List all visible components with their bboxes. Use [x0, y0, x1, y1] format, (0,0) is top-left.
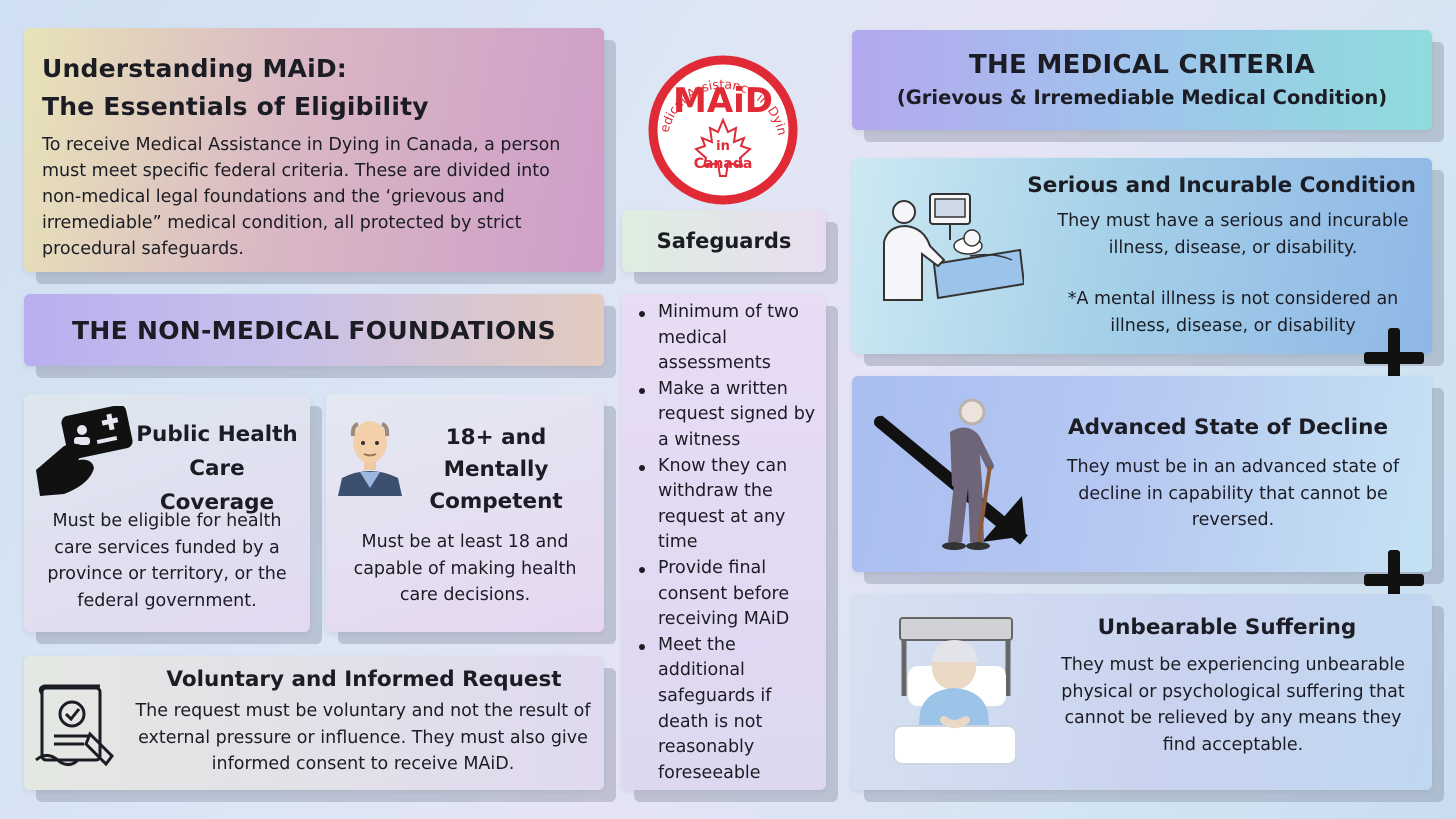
elderly-man-icon [338, 421, 402, 496]
voluntary-request-card: Voluntary and Informed Request The reque… [24, 656, 604, 790]
intro-title-line1: Understanding MAiD: [42, 54, 347, 83]
safeguard-item: Provide final consent before receiving M… [636, 556, 820, 633]
logo-country-text: Canada [694, 156, 753, 172]
age-title-line1: 18+ and Mentally [443, 425, 549, 482]
safeguards-heading-card: Safeguards [622, 210, 826, 272]
intro-card: Understanding MAiD: The Essentials of El… [24, 28, 604, 272]
logo-in-text: in [716, 139, 730, 154]
plus-icon [1364, 328, 1424, 388]
suffering-title: Unbearable Suffering [1097, 615, 1357, 640]
safeguards-list: Minimum of two medical assessments Make … [636, 300, 820, 786]
signed-document-icon [35, 684, 114, 767]
safeguards-list-card: Minimum of two medical assessments Make … [622, 294, 826, 790]
decline-title: Advanced State of Decline [1067, 415, 1389, 440]
elderly-walker-decline-icon [874, 398, 1028, 550]
serious-body: They must have a serious and incurable i… [1057, 211, 1409, 258]
medical-criteria-heading-card: THE MEDICAL CRITERIA (Grievous & Irremed… [852, 30, 1432, 130]
decline-card: Advanced State of Decline They must be i… [852, 376, 1432, 572]
decline-body: They must be in an advanced state of dec… [1066, 457, 1400, 530]
safeguard-item: Make a written request signed by a witne… [636, 377, 820, 454]
public-health-card: Public Health Care Coverage Must be elig… [24, 394, 310, 632]
safeguards-heading: Safeguards [656, 229, 792, 253]
non-medical-heading-card: THE NON-MEDICAL FOUNDATIONS [24, 294, 604, 366]
patient-in-bed-icon [893, 617, 1017, 765]
health-card-icon [36, 406, 133, 496]
intro-body: To receive Medical Assistance in Dying i… [42, 135, 561, 259]
maple-leaf-icon [694, 117, 752, 177]
intro-title: Understanding MAiD: The Essentials of El… [42, 50, 586, 126]
safeguard-item: Minimum of two medical assessments [636, 300, 820, 377]
age-body: Must be at least 18 and capable of makin… [353, 532, 577, 605]
medical-criteria-heading: THE MEDICAL CRITERIA [968, 50, 1316, 80]
safeguard-item: Know they can withdraw the request at an… [636, 454, 820, 556]
voluntary-title: Voluntary and Informed Request [166, 667, 562, 692]
age-title-line2: Competent [429, 489, 563, 514]
age-competence-card: 18+ and Mentally Competent Must be at le… [326, 394, 604, 632]
public-health-title-line1: Public Health [136, 422, 298, 447]
suffering-body: They must be experiencing unbearable phy… [1061, 655, 1405, 755]
voluntary-body: The request must be voluntary and not th… [135, 701, 591, 774]
suffering-card: Unbearable Suffering They must be experi… [852, 594, 1432, 790]
maid-logo: Medical Assistance in Dying MAiD in Cana… [635, 30, 806, 208]
logo-main-text: MAiD [673, 81, 773, 121]
serious-title: Serious and Incurable Condition [1027, 173, 1416, 198]
non-medical-heading: THE NON-MEDICAL FOUNDATIONS [72, 315, 556, 345]
safeguard-item: Meet the additional safeguards if death … [636, 633, 820, 787]
serious-condition-card: Serious and Incurable Condition They mus… [852, 158, 1432, 354]
medical-criteria-subheading: (Grievous & Irremediable Medical Conditi… [896, 86, 1388, 109]
public-health-body: Must be eligible for health care service… [47, 511, 287, 611]
public-health-title-line2: Care Coverage [159, 456, 275, 515]
doctor-patient-icon [883, 193, 1024, 301]
serious-note: *A mental illness is not considered an i… [1067, 289, 1399, 336]
intro-title-line2: The Essentials of Eligibility [42, 92, 429, 121]
